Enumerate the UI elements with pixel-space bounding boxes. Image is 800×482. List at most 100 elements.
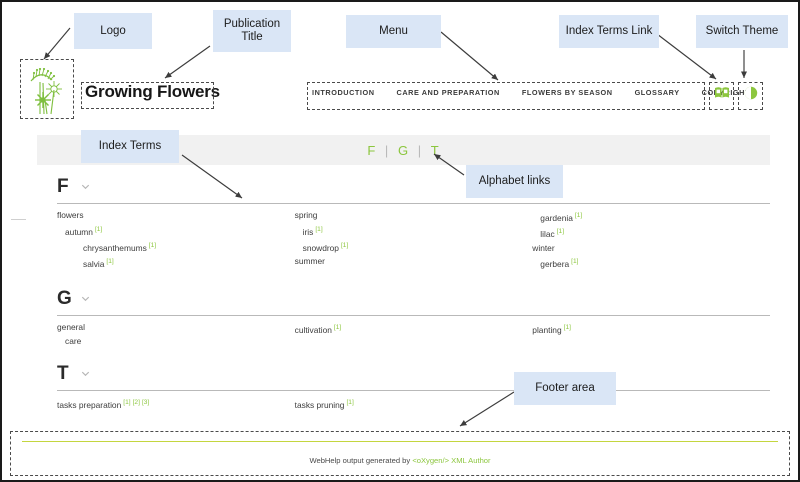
switch-theme-button[interactable] bbox=[742, 85, 759, 100]
site-header: Growing Flowers bbox=[2, 57, 798, 119]
index-term: iris[1] bbox=[295, 223, 533, 239]
index-term-reference[interactable]: [1] bbox=[333, 324, 342, 332]
index-term-label: spring bbox=[294, 210, 318, 220]
index-term-reference[interactable]: [3] bbox=[141, 399, 150, 407]
index-term-label[interactable]: tasks pruning bbox=[294, 400, 345, 411]
callout-index-terms: Index Terms bbox=[81, 130, 179, 163]
callout-publication-title: Publication Title bbox=[213, 10, 291, 52]
menu-item-care-and-preparation[interactable]: CARE AND PREPARATION bbox=[396, 88, 500, 97]
index-term: salvia[1] bbox=[57, 255, 295, 271]
alphabet-link-f[interactable]: F bbox=[367, 142, 377, 158]
index-section-letter: T bbox=[57, 363, 69, 385]
index-term: gerbera[1] bbox=[532, 255, 770, 271]
index-term-label[interactable]: salvia bbox=[83, 258, 105, 269]
main-menu: INTRODUCTION CARE AND PREPARATION FLOWER… bbox=[312, 88, 750, 97]
index-column: planting[1] bbox=[532, 321, 770, 348]
index-term-label[interactable]: cultivation bbox=[294, 325, 332, 336]
index-term-label[interactable]: gardenia bbox=[540, 212, 573, 223]
chevron-down-icon[interactable] bbox=[80, 293, 91, 304]
index-column: cultivation[1] bbox=[295, 321, 533, 348]
index-term: chrysanthemums[1] bbox=[57, 239, 295, 255]
logo[interactable] bbox=[22, 61, 72, 123]
index-section-letter: F bbox=[57, 176, 69, 197]
index-term-label: summer bbox=[294, 256, 325, 267]
half-circle-contrast-icon bbox=[744, 86, 757, 99]
chevron-down-icon[interactable] bbox=[80, 181, 91, 192]
index-term-reference[interactable]: [1] bbox=[556, 228, 565, 236]
index-term: cultivation[1] bbox=[295, 321, 533, 337]
index-term: general bbox=[57, 321, 295, 335]
index-section-letter: G bbox=[57, 288, 72, 310]
callout-alphabet-links: Alphabet links bbox=[466, 165, 563, 198]
index-term: summer bbox=[295, 255, 533, 269]
index-term: planting[1] bbox=[532, 321, 770, 337]
alphabet-link-g[interactable]: G bbox=[397, 142, 410, 158]
index-term-reference[interactable]: [1] bbox=[340, 241, 349, 249]
scroll-indicator[interactable] bbox=[11, 219, 26, 220]
chevron-down-icon[interactable] bbox=[80, 368, 91, 379]
flower-logo-icon bbox=[30, 68, 62, 115]
callout-logo: Logo bbox=[74, 13, 152, 49]
index-term-reference[interactable]: [1] bbox=[346, 399, 354, 407]
callout-footer-area: Footer area bbox=[514, 372, 616, 405]
index-terms-link-button[interactable] bbox=[713, 85, 730, 100]
index-columns: tasks preparation[1][2][3]tasks pruning[… bbox=[57, 396, 770, 412]
callout-index-terms-link: Index Terms Link bbox=[559, 15, 659, 48]
index-term: autumn[1] bbox=[57, 223, 295, 239]
index-term: snowdrop[1] bbox=[295, 239, 533, 255]
index-term-label[interactable]: lilac bbox=[540, 229, 555, 240]
index-term: gardenia[1] bbox=[532, 209, 770, 225]
index-term-reference[interactable]: [1] bbox=[148, 241, 157, 249]
alphabet-link-t[interactable]: T bbox=[430, 142, 440, 158]
index-term-reference[interactable]: [2] bbox=[132, 399, 140, 407]
menu-item-introduction[interactable]: INTRODUCTION bbox=[312, 88, 375, 97]
index-term: tasks preparation[1][2][3] bbox=[57, 396, 295, 412]
index-term-label[interactable]: tasks preparation bbox=[57, 400, 122, 411]
alphabet-separator: | bbox=[384, 142, 390, 158]
footer-brand-link[interactable]: <oXygen/> XML Author bbox=[412, 456, 491, 465]
index-term: flowers bbox=[57, 209, 295, 223]
menu-item-glossary[interactable]: GLOSSARY bbox=[634, 88, 680, 97]
footer-divider bbox=[22, 441, 778, 442]
index-term-reference[interactable]: [1] bbox=[106, 258, 114, 266]
index-term-reference[interactable]: [1] bbox=[563, 324, 571, 332]
index-section-header: G bbox=[57, 288, 770, 317]
index-column: tasks pruning[1] bbox=[295, 396, 533, 412]
index-column: tasks preparation[1][2][3] bbox=[57, 396, 295, 412]
callout-menu: Menu bbox=[346, 15, 441, 48]
index-term: spring bbox=[295, 209, 533, 223]
index-term-label: flowers bbox=[57, 210, 84, 220]
index-term: tasks pruning[1] bbox=[295, 396, 533, 412]
index-term-label[interactable]: iris bbox=[302, 226, 314, 237]
book-icon bbox=[714, 87, 729, 98]
index-term-reference[interactable]: [1] bbox=[571, 258, 579, 266]
menu-item-flowers-by-season[interactable]: FLOWERS BY SEASON bbox=[521, 88, 613, 97]
alphabet-separator: | bbox=[417, 142, 423, 158]
index-term-label[interactable]: planting bbox=[532, 325, 562, 336]
index-column: general care bbox=[57, 321, 295, 348]
index-term-label: general bbox=[57, 322, 85, 333]
footer-credit-text: WebHelp output generated by bbox=[309, 456, 413, 465]
index-term: winter bbox=[532, 242, 770, 256]
index-term-label[interactable]: chrysanthemums bbox=[83, 242, 147, 253]
index-term-label[interactable]: autumn bbox=[65, 226, 93, 237]
index-term-reference[interactable]: [1] bbox=[574, 212, 583, 219]
index-section-header: T bbox=[57, 363, 770, 392]
index-term-reference[interactable]: [1] bbox=[315, 225, 323, 233]
index-term: lilac[1] bbox=[532, 225, 770, 241]
index-term-reference[interactable]: [1] bbox=[123, 399, 131, 407]
callout-switch-theme: Switch Theme bbox=[696, 15, 788, 48]
alphabet-links: F | G | T bbox=[364, 143, 442, 158]
index-term-reference[interactable]: [1] bbox=[94, 225, 103, 233]
page-title: Growing Flowers bbox=[85, 82, 220, 101]
index-term-label[interactable]: snowdrop bbox=[302, 242, 339, 253]
index-term-label: care bbox=[65, 335, 82, 346]
index-term-label[interactable]: gerbera bbox=[540, 258, 570, 269]
